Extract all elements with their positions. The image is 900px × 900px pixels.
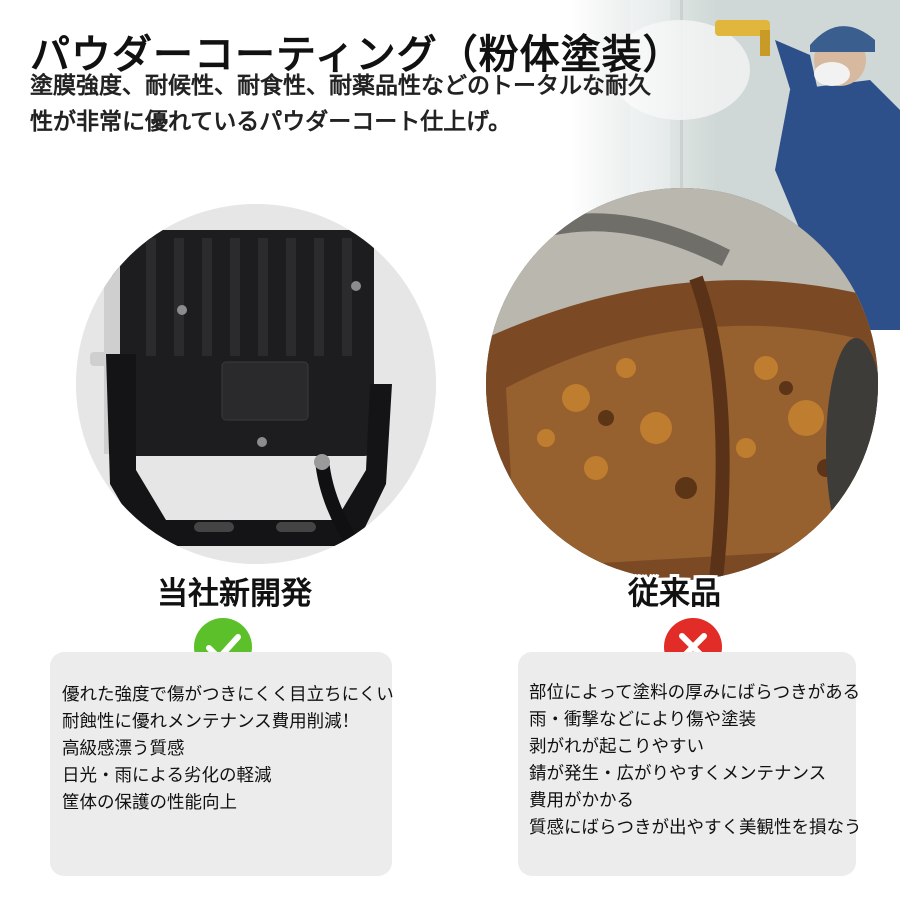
list-item: 優れた強度で傷がつきにくく目立ちにくい (62, 685, 394, 705)
list-item: 雨・衝撃などにより傷や塗装 (529, 710, 757, 730)
list-item: 錆が発生・広がりやすくメンテナンス (529, 764, 827, 784)
new-product-card: 優れた強度で傷がつきにくく目立ちにくい 耐蝕性に優れメンテナンス費用削減！ 高級… (50, 652, 394, 876)
list-item: 剥がれが起こりやすい (529, 737, 704, 757)
new-product-image (76, 204, 436, 564)
list-item: 費用がかかる (529, 791, 634, 811)
conventional-product-image (486, 188, 878, 580)
floodlight-image (76, 204, 436, 564)
new-product-points: 優れた強度で傷がつきにくく目立ちにくい 耐蝕性に優れメンテナンス費用削減！ 高級… (62, 682, 394, 817)
list-item: 耐蝕性に優れメンテナンス費用削減！ (62, 712, 360, 732)
list-item: 高級感漂う質感 (62, 739, 185, 759)
list-item: 部位によって塗料の厚みにばらつきがある (529, 683, 861, 703)
list-item: 筐体の保護の性能向上 (62, 793, 237, 813)
page-title: パウダーコーティング（粉体塗装） (30, 32, 684, 78)
conventional-label: 従来品 (628, 576, 721, 612)
conventional-points: 部位によって塗料の厚みにばらつきがある 雨・衝撃などにより傷や塗装 剥がれが起こ… (529, 680, 862, 842)
list-item: 日光・雨による劣化の軽減 (62, 766, 272, 786)
page-subtitle: 塗膜強度、耐候性、耐食性、耐薬品性などのトータルな耐久性が非常に優れているパウダ… (30, 73, 651, 135)
conventional-card: 部位によって塗料の厚みにばらつきがある 雨・衝撃などにより傷や塗装 剥がれが起こ… (518, 652, 862, 876)
list-item: 質感にばらつきが出やすく美観性を損なう (529, 818, 862, 838)
rusty-pipe-image (486, 188, 878, 580)
new-product-label: 当社新開発 (157, 576, 312, 612)
